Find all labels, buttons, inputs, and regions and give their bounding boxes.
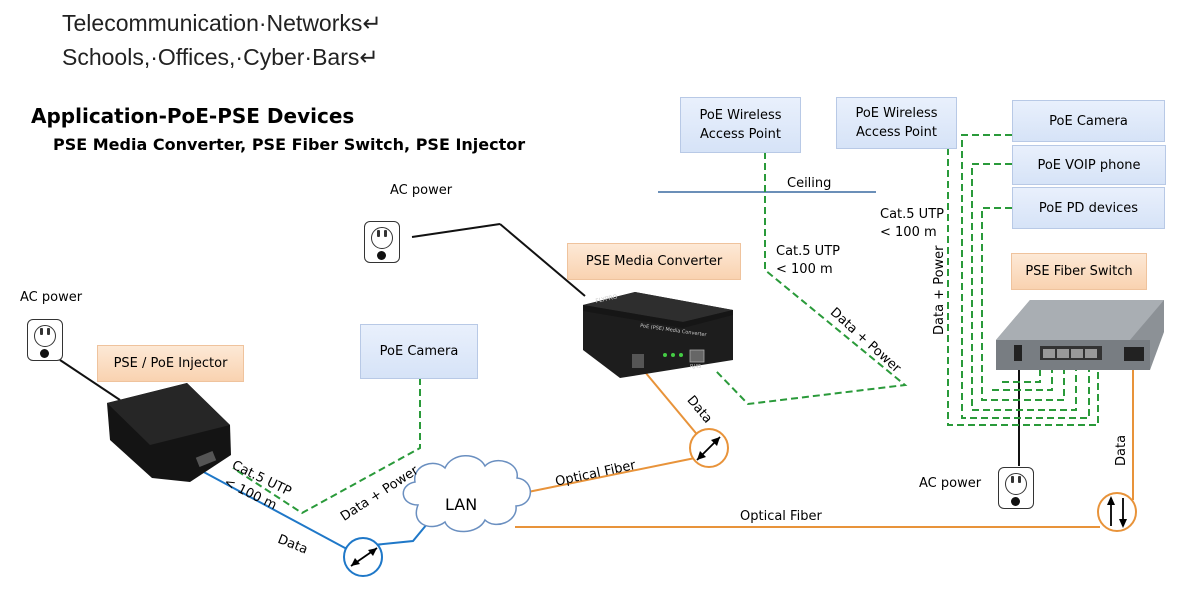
ac-outlet-mid bbox=[364, 221, 400, 263]
box-poe-voip-label: PoE VOIP phone bbox=[1037, 157, 1141, 173]
poe-link-extra-1 bbox=[992, 368, 1053, 391]
header-line-2: Schools,·Offices,·Cyber·Bars↵ bbox=[62, 44, 379, 70]
converter-circle-right bbox=[1097, 492, 1137, 532]
box-wireless-ap-2: PoE Wireless Access Point bbox=[836, 97, 957, 149]
outlet-face-icon bbox=[1005, 473, 1027, 495]
label-cat5-right-dist: < 100 m bbox=[880, 225, 937, 240]
ac-outlet-right bbox=[998, 467, 1034, 509]
box-poe-pd-label: PoE PD devices bbox=[1038, 200, 1139, 216]
box-poe-injector: PSE / PoE Injector bbox=[97, 345, 244, 382]
box-poe-injector-label: PSE / PoE Injector bbox=[113, 356, 228, 371]
label-cat5-mid-dist: < 100 m bbox=[776, 262, 833, 277]
converter-brand-text: FLYPRO bbox=[595, 293, 618, 305]
box-wireless-ap-1-label: PoE Wireless Access Point bbox=[699, 108, 782, 142]
poe-link-voip bbox=[971, 163, 1077, 411]
poe-link-extra-2 bbox=[1002, 368, 1041, 383]
label-ac-power-mid: AC power bbox=[390, 183, 453, 198]
converter-port-text: RJ45 bbox=[690, 364, 701, 370]
data-link-injector bbox=[199, 469, 433, 550]
diagram-subtitle: PSE Media Converter, PSE Fiber Switch, P… bbox=[53, 135, 526, 154]
poe-link-camera-top bbox=[961, 134, 1090, 419]
label-data-right: Data bbox=[1114, 434, 1129, 466]
poe-link-pd bbox=[981, 207, 1065, 401]
label-cat5-mid: Cat.5 UTP bbox=[776, 244, 840, 259]
label-data-power-right: Data + Power bbox=[932, 245, 947, 335]
box-fiber-switch: PSE Fiber Switch bbox=[1011, 253, 1147, 290]
box-poe-camera-left: PoE Camera bbox=[360, 324, 478, 379]
power-cable-mc bbox=[411, 223, 501, 238]
box-poe-camera-left-label: PoE Camera bbox=[379, 344, 459, 359]
outlet-face-icon bbox=[371, 227, 393, 249]
lan-cloud bbox=[402, 455, 532, 533]
fiber-link-lan-mc bbox=[527, 457, 696, 493]
box-poe-pd: PoE PD devices bbox=[1012, 187, 1165, 229]
label-cat5-right: Cat.5 UTP bbox=[880, 207, 944, 222]
box-media-converter: PSE Media Converter bbox=[567, 243, 741, 280]
label-ac-power-left: AC power bbox=[20, 290, 83, 305]
poe-link-ap1 bbox=[714, 152, 908, 406]
box-media-converter-label: PSE Media Converter bbox=[585, 254, 723, 269]
outlet-face-icon bbox=[34, 325, 56, 347]
box-poe-camera-top-label: PoE Camera bbox=[1049, 113, 1128, 129]
label-ac-power-right: AC power bbox=[919, 476, 982, 491]
box-poe-camera-top: PoE Camera bbox=[1012, 100, 1165, 142]
label-lan: LAN bbox=[445, 495, 478, 514]
poe-link-ap2 bbox=[947, 148, 1099, 426]
diagram-title: Application-PoE-PSE Devices bbox=[31, 104, 355, 128]
media-converter-device: FLYPRO PoE (PSE) Media Converter RJ45 bbox=[583, 292, 733, 378]
label-ceiling: Ceiling bbox=[787, 176, 832, 191]
ac-outlet-left bbox=[27, 319, 63, 361]
fiber-switch-device bbox=[996, 300, 1164, 370]
poe-injector-device bbox=[107, 383, 231, 482]
poe-link-camera-left bbox=[232, 378, 421, 515]
header-line-1: Telecommunication·Networks↵ bbox=[62, 10, 382, 36]
box-wireless-ap-1: PoE Wireless Access Point bbox=[680, 97, 801, 153]
power-cable-injector bbox=[59, 359, 121, 401]
box-wireless-ap-2-label: PoE Wireless Access Point bbox=[855, 106, 938, 140]
label-optical-fiber-2: Optical Fiber bbox=[740, 509, 822, 524]
power-cable-mc-2 bbox=[499, 223, 586, 297]
converter-circle-left bbox=[343, 537, 383, 577]
box-poe-voip: PoE VOIP phone bbox=[1012, 145, 1166, 185]
box-fiber-switch-label: PSE Fiber Switch bbox=[1025, 264, 1133, 279]
converter-circle-mid bbox=[689, 428, 729, 468]
